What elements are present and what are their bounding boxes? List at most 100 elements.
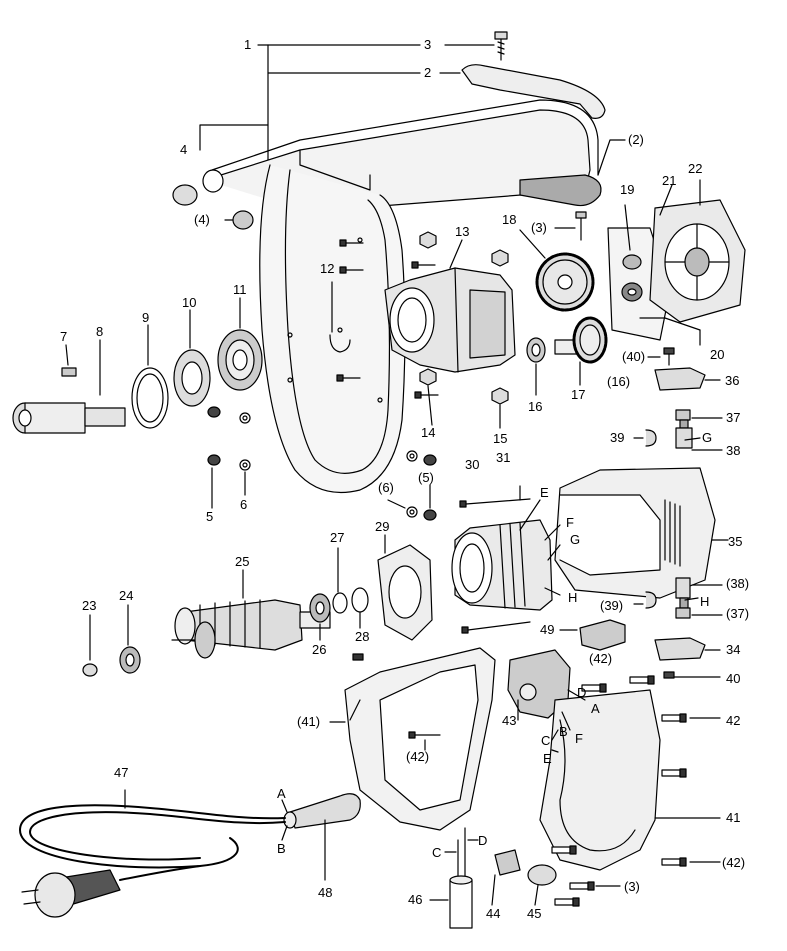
part-34-block: [654, 637, 721, 661]
part-23-bearing-ring: [82, 614, 98, 677]
label-2: 2: [424, 65, 432, 80]
label-10: 10: [182, 295, 197, 310]
label-44: 44: [486, 906, 501, 921]
part-17-pinion-gear: [554, 316, 608, 386]
label-6: 6: [240, 497, 248, 512]
letter-C-cap: C: [432, 845, 442, 860]
label-16p: (16): [607, 374, 631, 389]
label-38: 38: [726, 443, 741, 458]
callout-leader-lines: [199, 44, 421, 161]
label-11: 11: [233, 282, 247, 297]
part-3p-screw: [554, 211, 587, 241]
part-40-screw: [663, 671, 721, 679]
label-18: 18: [502, 212, 517, 227]
label-3: 3: [424, 37, 432, 52]
part-45-capacitor-holder: [527, 864, 557, 906]
label-3p-b: (3): [624, 879, 640, 894]
label-42p-c: (42): [722, 855, 746, 870]
label-22: 22: [688, 161, 703, 176]
label-4p: (4): [194, 212, 210, 227]
label-17: 17: [571, 387, 586, 402]
part-41-right-housing: [539, 689, 721, 871]
label-12: 12: [320, 261, 335, 276]
part-48-cable-sleeve: [283, 793, 361, 881]
part-11-bearing: [217, 297, 263, 391]
label-39p: (39): [600, 598, 624, 613]
letter-C-switch: C: [541, 733, 551, 748]
part-30-stator: [451, 519, 553, 611]
part-24-bearing: [119, 604, 141, 674]
part-42-screws-right: [551, 675, 721, 907]
label-31: 31: [496, 450, 511, 465]
label-16: 16: [528, 399, 543, 414]
part-25-armature: [171, 569, 331, 659]
part-20-pin: [639, 317, 701, 346]
label-41: 41: [726, 810, 741, 825]
part-8-spindle: [12, 339, 126, 434]
label-29: 29: [375, 519, 390, 534]
part-47-power-cable: [19, 789, 286, 918]
label-39: 39: [610, 430, 625, 445]
part-27-washer: [332, 547, 348, 614]
label-48: 48: [318, 885, 333, 900]
label-20: 20: [710, 347, 725, 362]
part-46-capacitor: [429, 827, 479, 929]
label-2p: (2): [628, 132, 644, 147]
label-41p: (41): [297, 714, 321, 729]
letter-D-cap: D: [478, 833, 488, 848]
label-23: 23: [82, 598, 97, 613]
label-34: 34: [726, 642, 741, 657]
part-22-gear-cover: [649, 179, 746, 323]
label-15: 15: [493, 431, 508, 446]
label-6p: (6): [378, 480, 394, 495]
letter-F-switch: F: [575, 731, 583, 746]
part-3-screw: [444, 31, 508, 61]
label-42p-a: (42): [589, 651, 613, 666]
letter-H-brush: H: [700, 594, 710, 609]
label-49: 49: [540, 622, 555, 637]
label-14: 14: [421, 425, 436, 440]
letter-E-switch: E: [543, 751, 552, 766]
letter-B-cable: B: [277, 841, 286, 856]
label-3p: (3): [531, 220, 547, 235]
label-27: 27: [330, 530, 345, 545]
part-26-bearing: [309, 593, 331, 641]
label-26: 26: [312, 642, 327, 657]
part-4-end-caps: [172, 184, 254, 230]
label-36: 36: [725, 373, 740, 388]
label-1: 1: [244, 37, 252, 52]
part-49-connector: [559, 619, 626, 651]
label-21: 21: [662, 173, 677, 188]
part-40p-screw: [647, 347, 675, 366]
label-40: 40: [726, 671, 741, 686]
part-44-cable-clamp: [491, 849, 521, 906]
label-8: 8: [96, 324, 104, 339]
part-31-screws: [459, 485, 531, 634]
label-42: 42: [726, 713, 741, 728]
part-5-6-screws-washers: [207, 406, 437, 521]
part-42p-screw-in-housing: [408, 731, 441, 751]
label-9: 9: [142, 310, 150, 325]
letter-B-switch: B: [559, 724, 568, 739]
part-41p-left-housing: [329, 647, 496, 831]
letter-leader-lines: [281, 437, 701, 841]
part-36-block: [654, 367, 721, 391]
label-5: 5: [206, 509, 214, 524]
letter-E-stator: E: [540, 485, 549, 500]
label-46: 46: [408, 892, 423, 907]
part-16-bearing: [526, 337, 546, 396]
label-4: 4: [180, 142, 188, 157]
label-47: 47: [114, 765, 129, 780]
label-19: 19: [620, 182, 635, 197]
part-12-circlip: [329, 281, 351, 353]
part-37-38-brush-upper: [633, 409, 723, 451]
label-43: 43: [502, 713, 517, 728]
part-13-gear-housing: [384, 239, 516, 373]
label-13: 13: [455, 224, 470, 239]
label-37: 37: [726, 410, 741, 425]
label-45: 45: [527, 906, 542, 921]
letter-A-cable: A: [277, 786, 286, 801]
label-25: 25: [235, 554, 250, 569]
part-29-fan-baffle: [377, 534, 433, 641]
